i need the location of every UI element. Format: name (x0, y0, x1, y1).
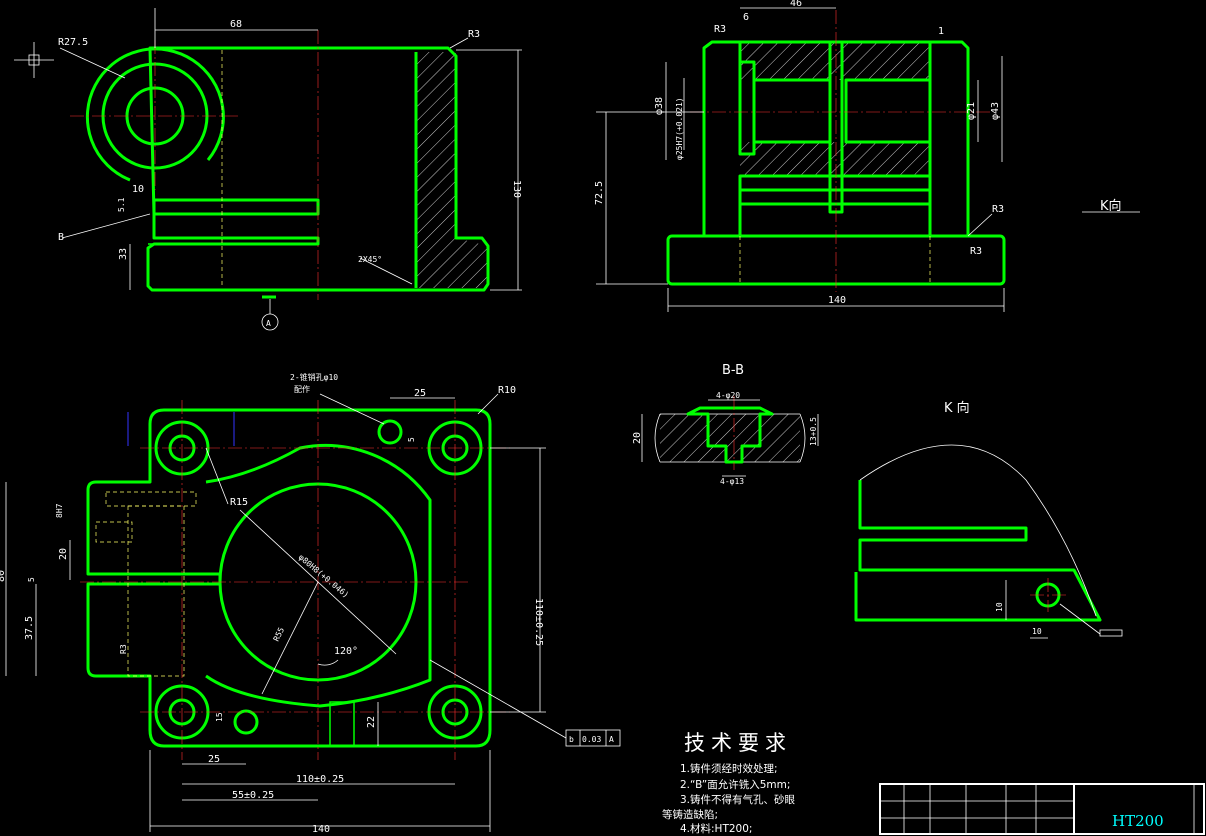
dim-140-plan: 140 (312, 824, 330, 835)
dim-r3: R3 (468, 29, 480, 40)
front-outline (146, 46, 490, 292)
dim-10-k2: 10 (1032, 627, 1042, 636)
dim-120: 120° (334, 646, 358, 657)
dim-phi80: φ80H8(+0.046) (297, 553, 351, 600)
dim-46: 46 (790, 0, 802, 9)
note-drill: 2-锥销孔φ10 (290, 372, 338, 382)
tech-line-4: 等铸造缺陷; (662, 808, 718, 821)
dim-r3c: R3 (970, 246, 982, 257)
dim-33: 33 (118, 248, 129, 260)
side-view: 46 6 R3 1 φ38 φ25H7(+0.021) φ21 φ43 72.5… (594, 0, 1006, 312)
dim-110-vertical: 110±0.25 (533, 598, 544, 646)
tolerance-symbol: b (569, 735, 574, 744)
title-block: HT200 (879, 783, 1205, 835)
dim-25-bottom: 25 (208, 754, 220, 765)
hatch-wall (416, 52, 456, 288)
tech-requirements: 技术要求 1.铸件须经时效处理; 2.“B”面允许铣入5mm; 3.铸件不得有气… (662, 731, 796, 835)
front-view: 68 R27.5 R3 130 10 5.1 33 B 2X45° A (14, 8, 522, 331)
dim-r55: R55 (272, 626, 287, 643)
dim-r3a: R3 (714, 24, 726, 35)
note-fit: 配作 (294, 384, 310, 394)
label-b: B (58, 232, 64, 243)
dim-5-left: 5 (27, 577, 36, 582)
dim-80: 80 (0, 570, 7, 582)
section-bb: B-B 4-φ20 4-φ13 20 13+0.5 (632, 363, 819, 486)
tech-line-5: 4.材料:HT200; (680, 822, 752, 835)
dim-110-horizontal: 110±0.25 (296, 774, 344, 785)
dim-72-5: 72.5 (594, 181, 605, 205)
k-view-label: K 向 (944, 400, 970, 416)
dim-130: 130 (511, 180, 522, 198)
dim-phi25: φ25H7(+0.021) (675, 97, 684, 160)
dim-5-1: 5.1 (117, 197, 126, 212)
dim-140-side: 140 (828, 295, 846, 306)
material-cell: HT200 (1112, 812, 1164, 830)
dim-20: 20 (58, 548, 69, 560)
dim-1: 1 (938, 26, 944, 37)
dim-4-phi20: 4-φ20 (716, 391, 740, 400)
dim-phi21: φ21 (966, 102, 977, 120)
dim-chamfer: 2X45° (358, 255, 382, 264)
section-bb-label: B-B (722, 363, 744, 378)
tech-line-1: 1.铸件须经时效处理; (680, 762, 778, 775)
tolerance-frame: b 0.03 A (565, 729, 621, 747)
tech-line-3: 3.铸件不得有气孔、砂眼 (680, 793, 796, 806)
dim-15: 15 (215, 712, 224, 722)
dim-10: 10 (132, 184, 144, 195)
dim-20-bb: 20 (632, 432, 643, 444)
tech-title: 技术要求 (684, 731, 792, 755)
dim-25-top: 25 (414, 388, 426, 399)
dim-4-phi13: 4-φ13 (720, 477, 744, 486)
datum-a: A (266, 319, 271, 328)
tolerance-datum: A (609, 735, 614, 744)
k-view-label-top: K向 (1100, 198, 1122, 214)
tolerance-value: 0.03 (582, 735, 601, 744)
dim-r10: R10 (498, 385, 516, 396)
dim-5-top: 5 (407, 437, 416, 442)
dim-68: 68 (230, 19, 242, 30)
dim-r3-plan: R3 (119, 644, 128, 654)
dim-37-5: 37.5 (24, 616, 35, 640)
plan-view: 2-锥销孔φ10 配作 25 R10 5 R15 8H7 20 5 80 37.… (0, 372, 621, 835)
dim-r3b: R3 (992, 204, 1004, 215)
dim-r15: R15 (230, 497, 248, 508)
dim-55: 55±0.25 (232, 790, 274, 801)
dim-r27-5: R27.5 (58, 37, 88, 48)
dim-6: 6 (743, 12, 749, 23)
dim-phi38: φ38 (654, 97, 665, 115)
k-view: K 向 10 10 (854, 400, 1123, 639)
dim-22: 22 (366, 716, 377, 728)
plan-outline (86, 408, 492, 748)
dim-13-tol: 13+0.5 (809, 417, 818, 446)
dim-phi43: φ43 (990, 102, 1001, 120)
tech-line-2: 2.“B”面允许铣入5mm; (680, 778, 790, 791)
dim-8h7: 8H7 (55, 503, 64, 518)
dim-10-k: 10 (995, 602, 1004, 612)
crosshair-cursor (14, 42, 54, 78)
